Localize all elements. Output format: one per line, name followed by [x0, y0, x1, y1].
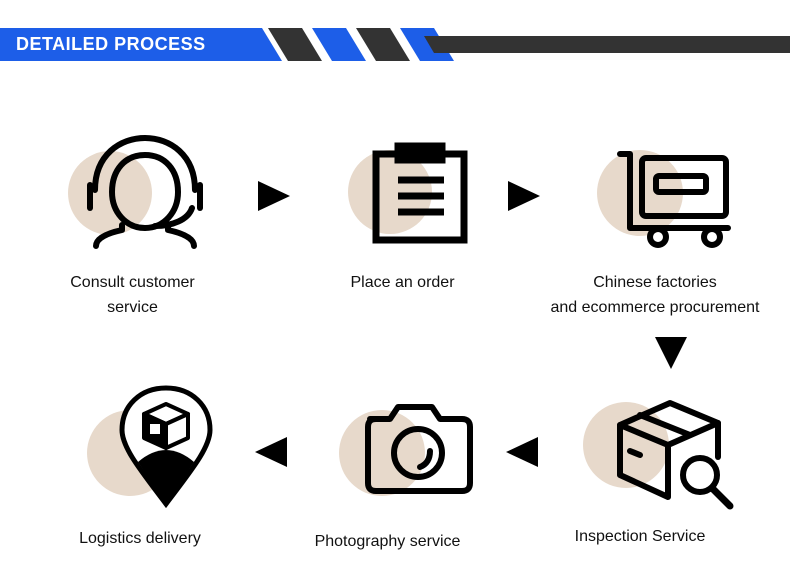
camera-icon [339, 404, 473, 496]
page-title: DETAILED PROCESS [16, 34, 206, 54]
step-label-line: Logistics delivery [79, 530, 201, 547]
step-label-line: Inspection Service [574, 528, 706, 545]
step-label-line: Chinese factories [593, 274, 717, 291]
location-pin-box-icon [87, 385, 213, 509]
step-label-order: Place an order [310, 270, 495, 295]
step-label-line: Photography service [314, 533, 461, 550]
clipboard-icon [348, 142, 468, 244]
arrow-left-icon [255, 437, 287, 467]
headset-person-icon [68, 135, 203, 249]
shopping-cart-icon [597, 150, 731, 248]
step-label-line: Place an order [350, 274, 455, 291]
banner-graphic [0, 28, 790, 61]
box-magnifier-icon [583, 400, 734, 510]
step-label-line: and ecommerce procurement [550, 299, 760, 316]
step-label-line: service [107, 299, 158, 316]
step-label-photography: Photography service [290, 529, 485, 554]
step-label-logistics: Logistics delivery [45, 526, 235, 551]
step-label-procurement: Chinese factories and ecommerce procurem… [530, 270, 780, 320]
arrow-left-icon [506, 437, 538, 467]
step-label-consult: Consult customer service [40, 270, 225, 320]
header-banner: DETAILED PROCESS [0, 0, 790, 90]
arrow-right-icon [508, 181, 540, 211]
step-label-line: Consult customer [70, 274, 195, 291]
step-label-inspection: Inspection Service [545, 524, 735, 549]
arrow-down-icon [655, 337, 687, 369]
arrow-right-icon [258, 181, 290, 211]
